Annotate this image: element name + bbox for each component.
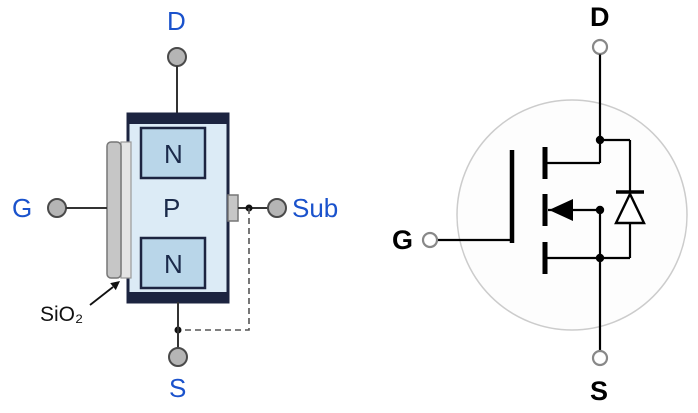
body-node-dot bbox=[595, 205, 605, 215]
source-label: S bbox=[169, 373, 186, 403]
structure-diagram: D N P N G Sub bbox=[12, 6, 338, 403]
drain-terminal-icon bbox=[167, 47, 187, 67]
oxide-arrow-head-icon bbox=[110, 281, 120, 291]
n-region-bottom-label: N bbox=[164, 249, 183, 279]
symbol-gate-label: G bbox=[392, 225, 413, 255]
n-region-bottom bbox=[139, 236, 207, 290]
substrate-terminal-icon bbox=[267, 198, 287, 218]
source-contact-bar bbox=[128, 292, 228, 302]
gate-label: G bbox=[12, 193, 32, 223]
n-region-top bbox=[139, 126, 207, 180]
substrate-label: Sub bbox=[292, 193, 338, 223]
symbol-drain-label: D bbox=[590, 2, 610, 32]
oxide-layer bbox=[120, 141, 132, 279]
symbol-gate-terminal-icon bbox=[421, 231, 439, 249]
source-terminal-icon bbox=[168, 347, 188, 367]
substrate-source-dashed-link bbox=[178, 208, 250, 331]
drain-contact-bar bbox=[128, 114, 228, 124]
gate-metal bbox=[106, 141, 122, 279]
symbol-source-terminal-icon bbox=[591, 349, 609, 367]
drain-label: D bbox=[167, 6, 186, 36]
structure-diagram-panel: D N P N G Sub bbox=[12, 6, 338, 403]
n-region-top-label: N bbox=[164, 139, 183, 169]
substrate-contact bbox=[227, 194, 239, 222]
symbol-source-label: S bbox=[590, 376, 608, 406]
gate-terminal-icon bbox=[47, 198, 67, 218]
oxide-label: SiO₂ bbox=[40, 303, 83, 326]
oxide-arrow-line bbox=[89, 286, 114, 306]
p-region-label: P bbox=[163, 193, 180, 223]
symbol-diagram-panel: D G S bbox=[350, 0, 698, 413]
body-arrow-icon bbox=[549, 199, 573, 221]
symbol-diagram: D G S bbox=[392, 2, 688, 406]
symbol-drain-terminal-icon bbox=[591, 38, 609, 56]
